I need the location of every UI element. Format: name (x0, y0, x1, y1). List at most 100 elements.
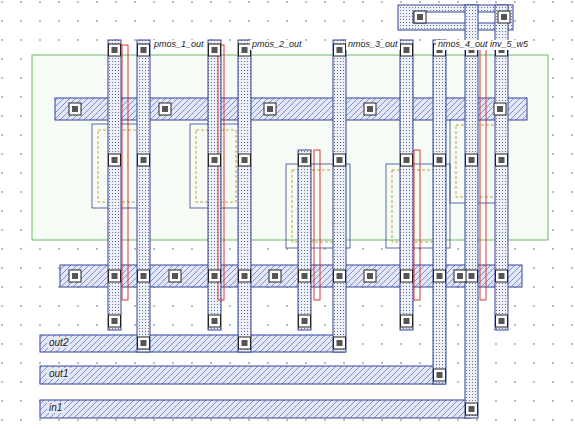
contact (159, 103, 171, 115)
contact (109, 315, 121, 327)
contact-cut (212, 47, 218, 53)
contact-cut (404, 318, 410, 324)
contact (299, 270, 311, 282)
contact (364, 103, 376, 115)
contact-cut (417, 14, 423, 20)
contact (109, 270, 121, 282)
contact (334, 270, 346, 282)
contact-cut (469, 157, 475, 163)
contact-cut (337, 273, 343, 279)
contact-cut (404, 47, 410, 53)
contact-cut (302, 273, 308, 279)
metal2-column (298, 150, 311, 330)
contact (169, 270, 181, 282)
cell-label: nmos_4_out (436, 40, 490, 50)
poly-gate (314, 150, 320, 300)
metal2-column (400, 40, 413, 330)
contact (466, 154, 478, 166)
metal2-column (433, 40, 446, 384)
contact (334, 337, 346, 349)
contact-cut (404, 273, 410, 279)
poly-gate (122, 45, 128, 300)
contact-cut (112, 318, 118, 324)
metal2-column (137, 40, 150, 352)
contact-cut (457, 273, 463, 279)
contact (498, 11, 510, 23)
contact (109, 154, 121, 166)
contact (209, 315, 221, 327)
contact-cut (267, 106, 273, 112)
metal2-column (333, 40, 346, 352)
contact (454, 270, 466, 282)
contact (434, 270, 446, 282)
contact (209, 154, 221, 166)
pin-label: in1 (47, 402, 64, 413)
contact (466, 403, 478, 415)
contact-cut (302, 157, 308, 163)
poly-gate (218, 45, 224, 300)
gnd-rail (60, 265, 522, 287)
contact (334, 44, 346, 56)
out1-bus (40, 366, 445, 384)
contact-cut (499, 273, 505, 279)
contact-cut (337, 340, 343, 346)
contact-cut (367, 273, 373, 279)
contact (269, 270, 281, 282)
contact-cut (172, 273, 178, 279)
contact (239, 44, 251, 56)
metal2-column (465, 5, 478, 418)
contact-cut (497, 106, 503, 112)
pin-label: out1 (47, 368, 70, 379)
contact-cut (302, 318, 308, 324)
cell-label: inv_5_w5 (488, 40, 530, 50)
contact-cut (499, 157, 505, 163)
contact-cut (112, 157, 118, 163)
contact (364, 270, 376, 282)
contact-cut (272, 273, 278, 279)
contact-cut (242, 47, 248, 53)
contact (401, 44, 413, 56)
contact (496, 270, 508, 282)
contact (239, 270, 251, 282)
contact (334, 154, 346, 166)
contact (138, 154, 150, 166)
metal2-column (108, 40, 121, 330)
contact (401, 270, 413, 282)
contact-cut (437, 372, 443, 378)
vdd-rail (55, 98, 527, 120)
contact-cut (242, 340, 248, 346)
contact-cut (112, 273, 118, 279)
contact (138, 337, 150, 349)
contact-cut (469, 406, 475, 412)
contact-cut (162, 106, 168, 112)
contact (414, 11, 426, 23)
contact-cut (499, 318, 505, 324)
contact-cut (212, 273, 218, 279)
contact (138, 270, 150, 282)
in1-bus (40, 400, 470, 418)
contact-cut (72, 273, 78, 279)
metal-loop-gap (413, 12, 498, 23)
contact-cut (337, 157, 343, 163)
contact-cut (437, 157, 443, 163)
cell-label: pmos_1_out (152, 40, 206, 50)
contact (401, 154, 413, 166)
contact-cut (404, 157, 410, 163)
contact-cut (72, 106, 78, 112)
contact (401, 315, 413, 327)
contact-cut (242, 273, 248, 279)
contact-cut (437, 273, 443, 279)
contact (209, 44, 221, 56)
metal2-column (495, 5, 508, 330)
contact (494, 103, 506, 115)
contact (69, 270, 81, 282)
contact (496, 315, 508, 327)
contact-cut (112, 47, 118, 53)
contact (434, 154, 446, 166)
contact-cut (141, 157, 147, 163)
contact (496, 154, 508, 166)
contact-cut (501, 14, 507, 20)
metal2-column (208, 40, 221, 330)
